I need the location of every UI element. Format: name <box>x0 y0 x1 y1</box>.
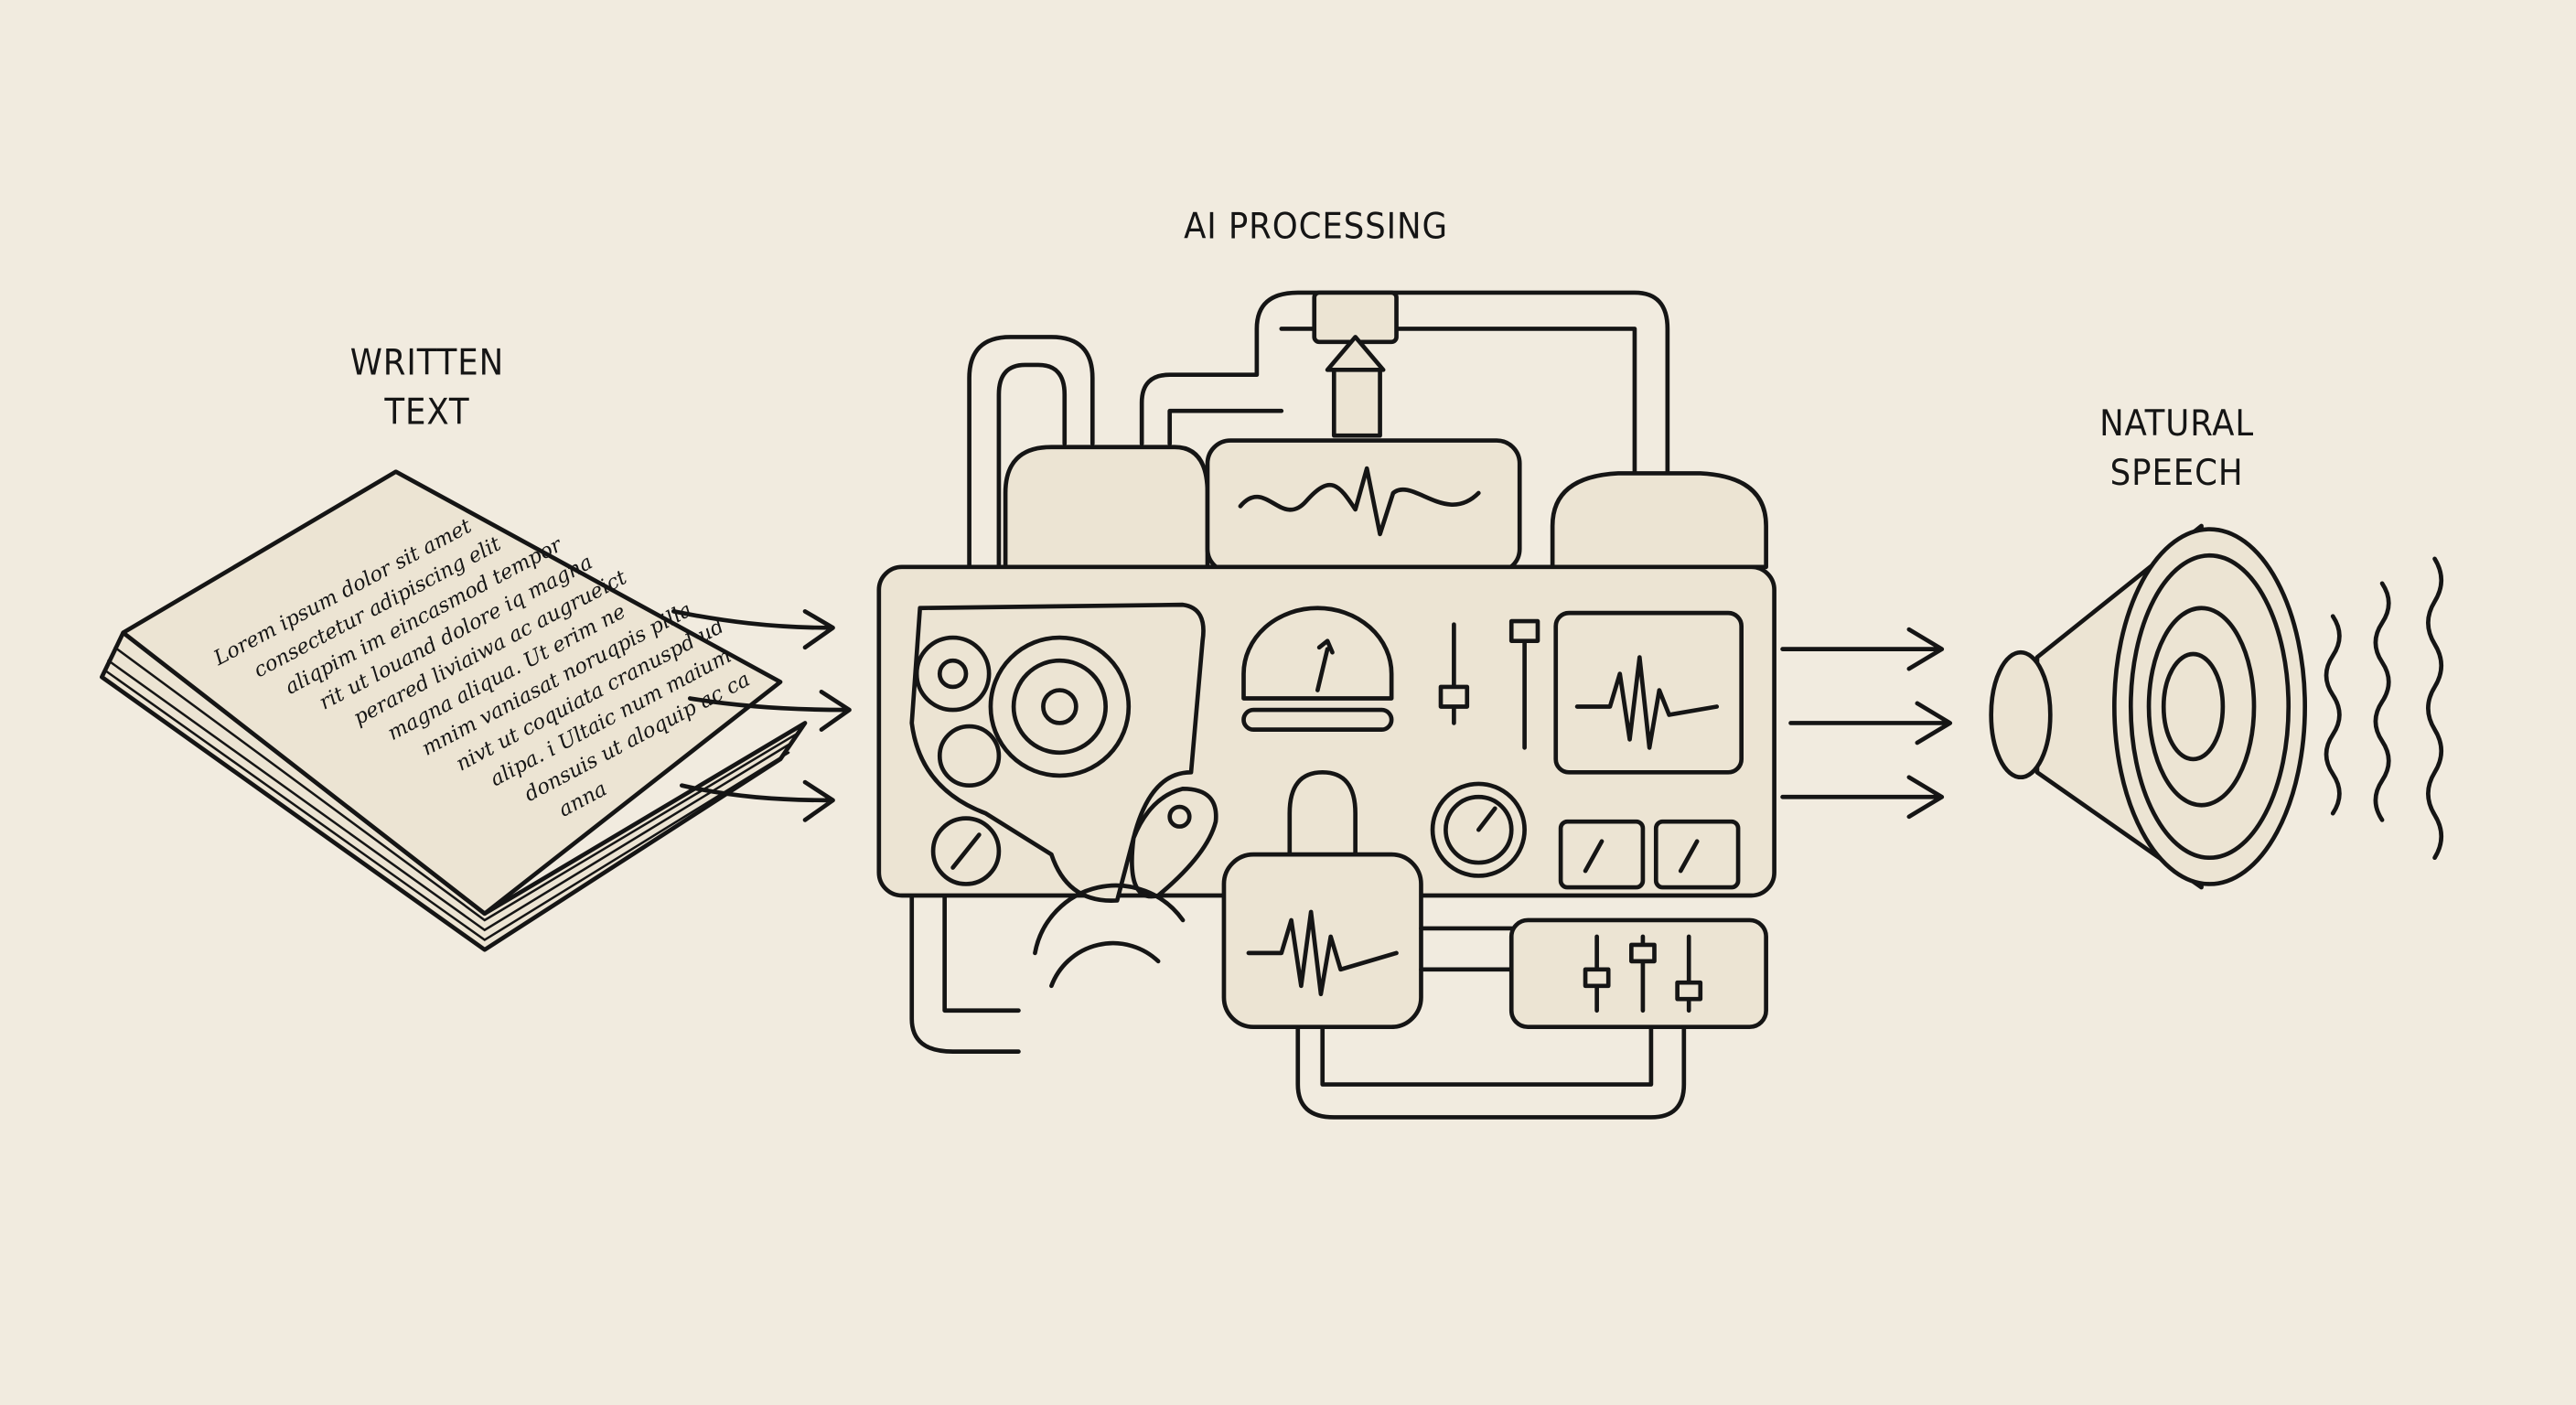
ai-machine <box>876 290 1776 1120</box>
label-text: TEXT <box>383 391 469 434</box>
input-arrows <box>671 608 852 822</box>
sliders <box>1438 618 1540 750</box>
arrow-icon <box>1780 627 1945 671</box>
speaker-icon <box>1989 523 2308 890</box>
gauge-icon <box>1241 606 1394 701</box>
left-tank <box>1003 445 1210 570</box>
gauge-slot <box>1241 707 1394 732</box>
arrow-icon <box>679 779 835 822</box>
cam-icon <box>1130 786 1218 899</box>
label-written: WRITTEN <box>350 342 504 384</box>
gear-icon <box>1033 883 1186 989</box>
waveform-icon <box>1246 909 1399 997</box>
bottom-tank <box>1221 852 1423 1030</box>
gear-icon <box>937 724 1002 788</box>
meter-icon <box>1558 819 1646 890</box>
book-icon: Lorem ipsum dolor sit amet consectetur a… <box>100 469 808 952</box>
right-dome <box>1550 471 1768 570</box>
label-natural: NATURAL <box>2099 402 2254 445</box>
arrow-icon <box>1780 775 1945 820</box>
label-ai-processing: AI PROCESSING <box>1184 206 1448 248</box>
arrow-icon <box>687 689 852 732</box>
center-tank <box>1205 438 1522 574</box>
mixer-box <box>1508 917 1768 1030</box>
sound-waves <box>2324 556 2444 861</box>
gear-icon <box>914 635 992 713</box>
label-speech: SPEECH <box>2110 452 2244 494</box>
waveform-screen <box>1553 610 1744 775</box>
waveform-icon <box>1574 655 1720 750</box>
output-arrows <box>1780 627 1953 820</box>
gear-icon <box>988 635 1132 778</box>
meter-icon <box>1653 819 1741 890</box>
arrow-icon <box>671 608 835 650</box>
waveform-icon <box>1238 466 1481 537</box>
arrow-icon <box>1788 701 1953 745</box>
